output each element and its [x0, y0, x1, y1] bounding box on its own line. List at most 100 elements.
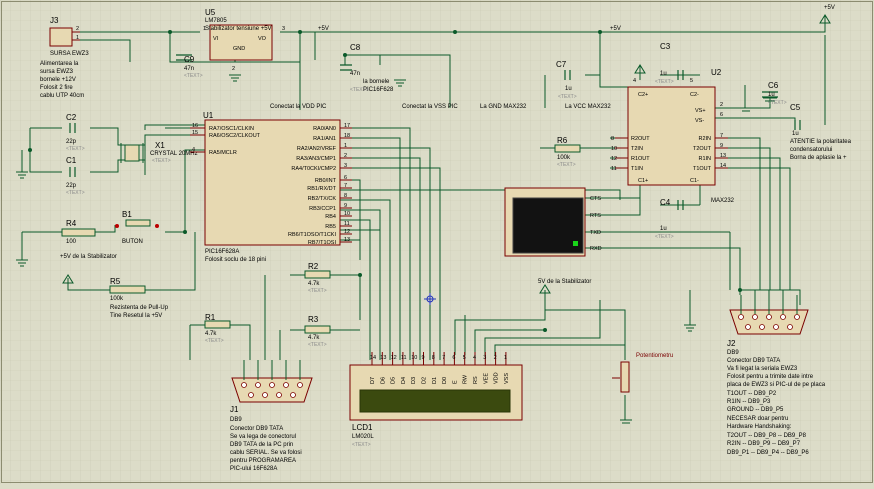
u1-right-pin-number: 1 — [344, 143, 347, 149]
lcd-pin-number: 4 — [473, 355, 476, 361]
u1-right-pin-label: RA2/AN2/VREF — [297, 146, 337, 152]
u5-part: LM7805 — [205, 18, 227, 24]
lcd-pin-number: 8 — [432, 355, 435, 361]
x1-text: <TEXT> — [152, 158, 171, 164]
j2-note-7: GROUND -- DB9_P5 — [727, 407, 784, 413]
c1-ref: C1 — [66, 156, 77, 165]
u5-pin-2: 2 — [232, 66, 235, 72]
power-arrows — [62, 14, 831, 294]
r2-val: 4.7k — [308, 281, 320, 287]
u2-right-pin-label: R2IN — [698, 136, 711, 142]
u2-c1p: C1+ — [638, 178, 648, 184]
u5-ref: U5 — [205, 8, 216, 17]
r4-resistor: R4 100 — [61, 219, 96, 245]
u1-right-pin-label: RA4/T0CKI/CMP2 — [291, 166, 336, 172]
r1-resistor: R1 4.7k <TEXT> — [204, 313, 231, 344]
u5-gnd: GND — [233, 46, 245, 52]
u1-part: PIC16F628A — [205, 249, 239, 255]
x1-crystal: X1 CRYSTAL 20MHz <TEXT> — [120, 141, 198, 164]
j3-pin-2: 2 — [76, 26, 79, 32]
term-rts: RTS — [590, 213, 601, 219]
lcd-pin-label: D0 — [442, 377, 448, 384]
r1-ref: R1 — [205, 313, 216, 322]
u1-ref: U1 — [203, 111, 214, 120]
u2-vsp: VS+ — [695, 108, 706, 114]
j2-note-2: Va fi legat la seriala EWZ3 — [727, 366, 798, 372]
c6-text: <TEXT> — [768, 100, 787, 106]
u5-pin-1: 1 — [203, 26, 206, 32]
c8-note2: PIC16F628 — [363, 87, 394, 93]
c6-val: 1u — [768, 92, 775, 98]
u1-right-pin-label: RB7/T1OSI — [308, 240, 337, 246]
lcd-pin-number: 1 — [504, 355, 507, 361]
u1-right-pin-number: 2 — [344, 153, 347, 159]
u1-right-pin-number: 6 — [344, 175, 347, 181]
r6-ref: R6 — [557, 136, 568, 145]
j1-note-4: cablu SERIAL. Se va folosi — [230, 450, 302, 456]
u2-part: MAX232 — [711, 198, 735, 204]
b1-button[interactable]: B1 BUTON — [115, 210, 159, 245]
u1-right-pin-label: RA0/AN0 — [313, 126, 336, 132]
u2-max232: U2 MAX232 C2+ C2- VS+ VS- C1+ C1- 4 5 2 … — [611, 68, 735, 204]
c5-note-1: ATENTIE la polaritatea — [790, 139, 852, 145]
c7-ref: C7 — [556, 60, 567, 69]
u1-right-pin-label: RA1/AN1 — [313, 136, 336, 142]
j1-note-6: PIC-ului 16F628A — [230, 466, 277, 472]
j3-note-1: Alimentarea la — [40, 61, 79, 67]
u1-left-pin-label: RA5/MCLR — [209, 150, 237, 156]
lcd-pin-number: 14 — [370, 355, 376, 361]
lcd-pin-number: 12 — [391, 355, 397, 361]
lcd1-text: <TEXT> — [352, 442, 371, 448]
cursor-crosshair-icon — [424, 293, 436, 305]
u1-desc: Folosit soclu de 18 pini — [205, 257, 266, 263]
c9-ref: C9 — [184, 55, 195, 64]
lcd-pin-label: D7 — [370, 377, 376, 384]
lcd-pin-number: 11 — [401, 355, 407, 361]
r6-resistor: R6 100k <TEXT> — [554, 136, 581, 168]
j1-db9-connector: J1 DB9 Conector DB9 TATA Se va lega de c… — [230, 377, 313, 472]
c5-note-2: condensatorului — [790, 147, 832, 153]
u5-vo: VO — [258, 36, 267, 42]
j1-note-5: pentru PROGRAMAREA — [230, 458, 296, 464]
lcd-pin-number: 3 — [483, 355, 486, 361]
u1-left-pin-label: RA6/OSC2/CLKOUT — [209, 133, 261, 139]
r2-resistor: R2 4.7k <TEXT> — [304, 262, 331, 294]
term-cts: CTS — [590, 196, 601, 202]
potentiometer[interactable]: Potentiometru — [612, 353, 673, 393]
u1-left-pin-number: 4 — [192, 147, 195, 153]
c4-ref: C4 — [660, 198, 671, 207]
x1-ref: X1 — [155, 141, 165, 150]
c8-val: 47n — [350, 71, 360, 77]
r3-resistor: R3 4.7k <TEXT> — [304, 315, 331, 348]
u2-left-pin-label: R1OUT — [631, 156, 650, 162]
c2-text: <TEXT> — [66, 146, 85, 152]
u2-left-pin-number: 10 — [611, 146, 617, 152]
r5-ref: R5 — [110, 277, 121, 286]
u1-right-pin-number: 17 — [344, 123, 350, 129]
c6-ref: C6 — [768, 81, 779, 90]
j2-note-12: DB9_P1 -- DB9_P4 -- DB9_P6 — [727, 450, 809, 456]
j1-note-3: DB9 TATA de la PC prin — [230, 442, 293, 448]
j1-note-2: Se va lega de conectorul — [230, 434, 296, 440]
lcd-pin-label: D3 — [411, 377, 417, 384]
b1-supply-note: +5V de la Stabilizator — [60, 254, 117, 260]
c9-val: 47n — [184, 66, 194, 72]
note-gnd-max: La GND MAX232 — [480, 104, 527, 110]
j1-ref: J1 — [230, 405, 239, 414]
u1-right-pin-number: 11 — [344, 221, 350, 227]
virtual-terminal[interactable]: CTS RTS TXD RXD — [504, 187, 602, 257]
vcc-u2-label: +5V — [610, 26, 621, 32]
c1-val: 22p — [66, 183, 77, 189]
u1-right-pin-label: RB3/CCP1 — [309, 206, 336, 212]
lcd-pin-label: RW — [463, 374, 469, 384]
u5-regulator: U5 LM7805 Stabilizator tensiune +5V VI V… — [203, 8, 285, 72]
lcd-pin-number: 5 — [463, 355, 466, 361]
r1-val: 4.7k — [205, 331, 217, 337]
u1-right-pin-label: RB5 — [325, 224, 336, 230]
j3-note-4: Folosit 2 fire — [40, 85, 73, 91]
lcd-pin-label: VDD — [494, 372, 500, 384]
j3-supply-connector: J3 2 1 SURSA EWZ3 Alimentarea la sursa E… — [40, 16, 89, 99]
